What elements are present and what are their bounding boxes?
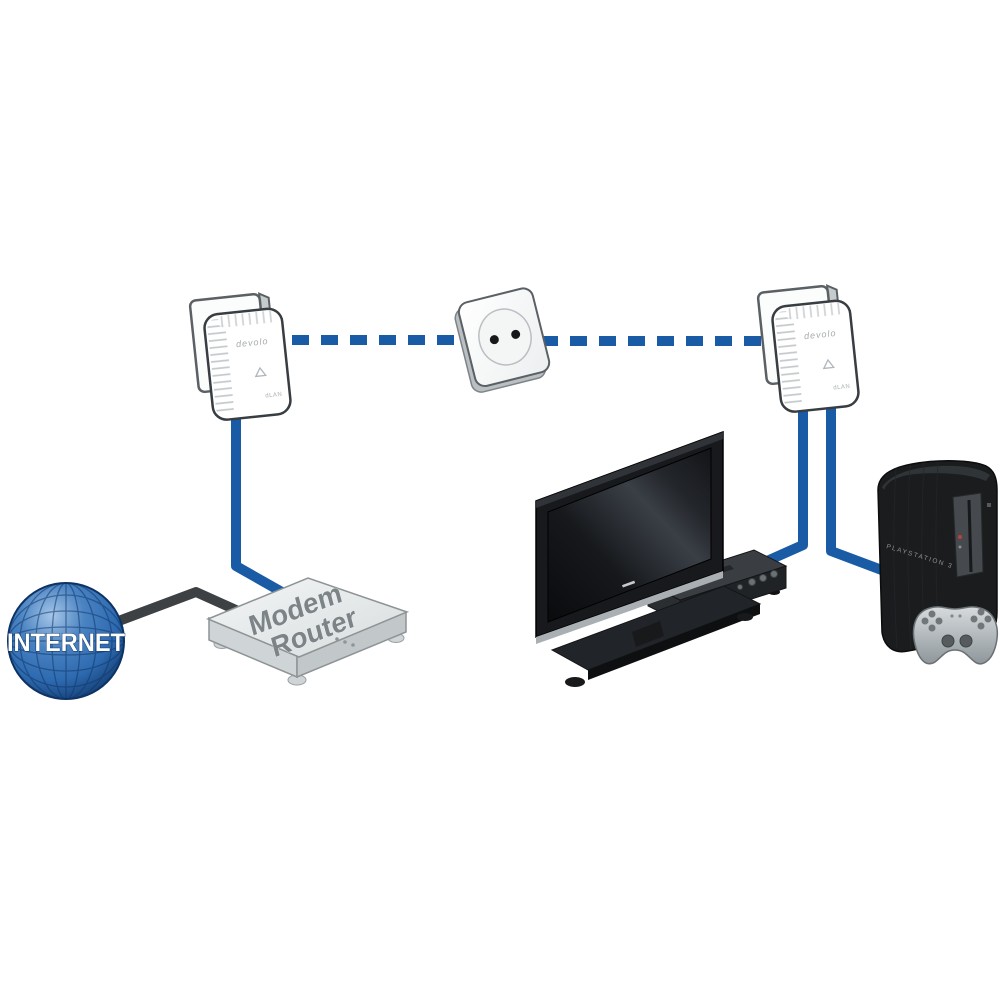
media-box-ports bbox=[737, 570, 778, 590]
tv-brand-mark bbox=[622, 580, 636, 588]
game-controller bbox=[912, 606, 999, 665]
internet-globe: INTERNET bbox=[7, 582, 125, 700]
adapter-brand-logo: devolo bbox=[236, 336, 269, 349]
ethernet-cable-ps3 bbox=[826, 406, 897, 580]
powerline-adapter-left: devolo dLAN bbox=[188, 292, 292, 421]
controller-dpad bbox=[921, 610, 943, 632]
adapter-vents-side bbox=[207, 319, 234, 416]
adapter-led-triangle-icon bbox=[822, 358, 835, 370]
outlet-socket bbox=[478, 308, 532, 366]
internet-cable bbox=[95, 587, 241, 633]
globe-grid bbox=[8, 583, 124, 699]
adapter-model-label: dLAN bbox=[265, 392, 283, 400]
ethernet-cable-router bbox=[231, 410, 299, 605]
powerline-adapter-right: devolo dLAN bbox=[756, 284, 860, 413]
tv bbox=[535, 430, 724, 647]
adapter-led-triangle-icon bbox=[254, 366, 267, 378]
tv-base-foot bbox=[565, 677, 585, 687]
ps3-top-gloss bbox=[882, 465, 990, 490]
adapter-model-label: dLAN bbox=[833, 384, 851, 392]
tv-base-front bbox=[588, 604, 760, 680]
outlet-pin-hole bbox=[489, 335, 499, 345]
ps3-eject-led bbox=[958, 545, 962, 549]
ps3-power-led bbox=[958, 535, 962, 539]
controller-stick-right bbox=[959, 634, 973, 648]
controller-stick-left bbox=[941, 634, 955, 648]
ps3-console: PLAYSTATION 3 bbox=[877, 460, 998, 653]
adapter-vents-top bbox=[785, 302, 844, 320]
tv-base-foot bbox=[737, 613, 753, 621]
controller-center-buttons bbox=[950, 614, 962, 618]
controller-action-buttons bbox=[970, 608, 992, 630]
ps3-logo-badge bbox=[987, 503, 991, 507]
adapter-vents-top bbox=[217, 310, 276, 328]
ps3-disc-drive-panel bbox=[952, 492, 984, 578]
power-outlet bbox=[454, 287, 551, 393]
outlet-pin-hole bbox=[511, 329, 521, 339]
adapter-brand-logo: devolo bbox=[804, 328, 837, 341]
router-led-dots bbox=[335, 637, 355, 647]
router-top-face bbox=[206, 577, 410, 658]
internet-label: INTERNET bbox=[7, 629, 125, 657]
tv-bottom-strip bbox=[536, 571, 723, 644]
adapter-vents-side bbox=[775, 311, 802, 408]
tv-bezel-highlight bbox=[536, 432, 723, 508]
tv-neck bbox=[632, 621, 664, 647]
tv-screen bbox=[547, 447, 712, 623]
ps3-disc-slot bbox=[967, 499, 973, 573]
